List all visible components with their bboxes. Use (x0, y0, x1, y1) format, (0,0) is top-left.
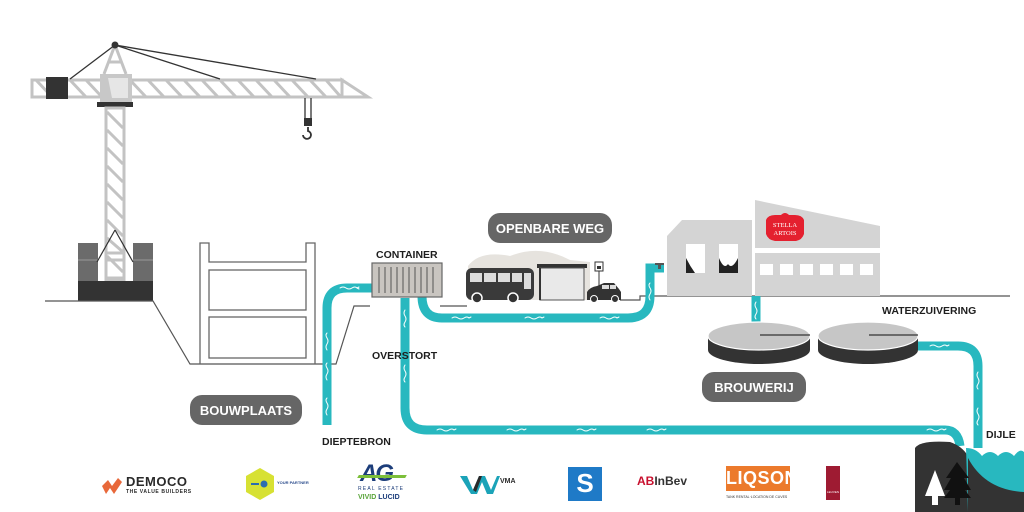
pill-openbare-weg-label: OPENBARE WEG (496, 221, 604, 236)
label-dijle: DIJLE (986, 429, 1016, 441)
tower-crane (30, 41, 374, 301)
pill-bouwplaats-label: BOUWPLAATS (200, 403, 293, 418)
crane-jib (30, 77, 374, 99)
your-partner-text: YOUR PARTNER (277, 480, 309, 485)
parking-sign (594, 261, 604, 288)
logo-your-partner[interactable]: YOUR PARTNER (246, 468, 309, 502)
stella-line-2: ARTOIS (774, 230, 797, 237)
ag-real-estate-text: REAL ESTATE (358, 486, 405, 492)
vma-mark-icon (460, 476, 500, 494)
hexagon-mark-icon (246, 468, 274, 500)
tree-white-icon (925, 470, 945, 505)
pipe-overstort (400, 298, 965, 447)
logo-abinbev[interactable]: ABInBev (637, 474, 697, 492)
democo-name: DEMOCO (126, 474, 188, 489)
abinbev-inbev: InBev (654, 474, 688, 488)
crane-hook (302, 98, 312, 140)
crane-mast (104, 106, 126, 283)
label-overstort: OVERSTORT (372, 350, 438, 362)
ag-lucid: LUCID (378, 494, 400, 501)
tank-1 (707, 321, 811, 364)
liqson-tagline: TANK RENTAL·LOCATION DE CUVES (726, 495, 788, 499)
logo-leuven[interactable]: LEUVEN (826, 466, 840, 500)
flow-arrows (325, 282, 980, 432)
counterweight (46, 77, 68, 99)
pill-bouwplaats: BOUWPLAATS (190, 395, 302, 425)
car (587, 283, 621, 303)
logo-s[interactable]: S (568, 467, 602, 501)
label-waterzuivering: WATERZUIVERING (882, 305, 976, 317)
leuven-name: LEUVEN (826, 490, 839, 494)
liqson-name: LIQSON (726, 466, 798, 491)
brewery-building: STELLA ARTOIS (667, 200, 880, 296)
stella-artois-logo: STELLA ARTOIS (766, 213, 804, 241)
ag-name: AG (360, 460, 394, 487)
tree-black-icon (944, 462, 971, 505)
democo-tagline: THE VALUE BUILDERS (126, 489, 192, 495)
purification-tanks (707, 321, 919, 364)
pipe-dieptebron (322, 283, 372, 425)
crane-base (78, 229, 153, 301)
building-under-construction (199, 242, 316, 364)
abinbev-ab: AB (637, 474, 655, 488)
logo-vma[interactable]: VMA (460, 474, 535, 498)
dijle-river (915, 441, 1024, 512)
pill-brouwerij: BROUWERIJ (702, 372, 806, 402)
tank-2 (817, 321, 919, 364)
pipe-waterzuivering (918, 341, 983, 448)
democo-mark-icon (102, 478, 122, 494)
water-pipes (322, 263, 983, 448)
label-container: CONTAINER (376, 249, 438, 261)
s-mark: S (576, 468, 594, 498)
container (371, 262, 443, 298)
stella-line-1: STELLA (773, 222, 797, 229)
logo-ag-real-estate[interactable]: AG REAL ESTATE VIVID LUCID (356, 460, 412, 506)
logo-democo[interactable]: DEMOCO THE VALUE BUILDERS (102, 474, 202, 498)
water-tap (655, 263, 664, 269)
ag-vivid: VIVID (358, 494, 377, 501)
pill-brouwerij-label: BROUWERIJ (714, 380, 793, 395)
road-scene (466, 250, 664, 304)
label-dieptebron: DIEPTEBRON (322, 436, 391, 448)
bus-shelter (537, 264, 587, 301)
vma-name: VMA (500, 478, 516, 485)
pill-openbare-weg: OPENBARE WEG (488, 213, 612, 243)
logo-liqson[interactable]: LIQSON TANK RENTAL·LOCATION DE CUVES (726, 466, 798, 506)
bus (466, 268, 534, 304)
